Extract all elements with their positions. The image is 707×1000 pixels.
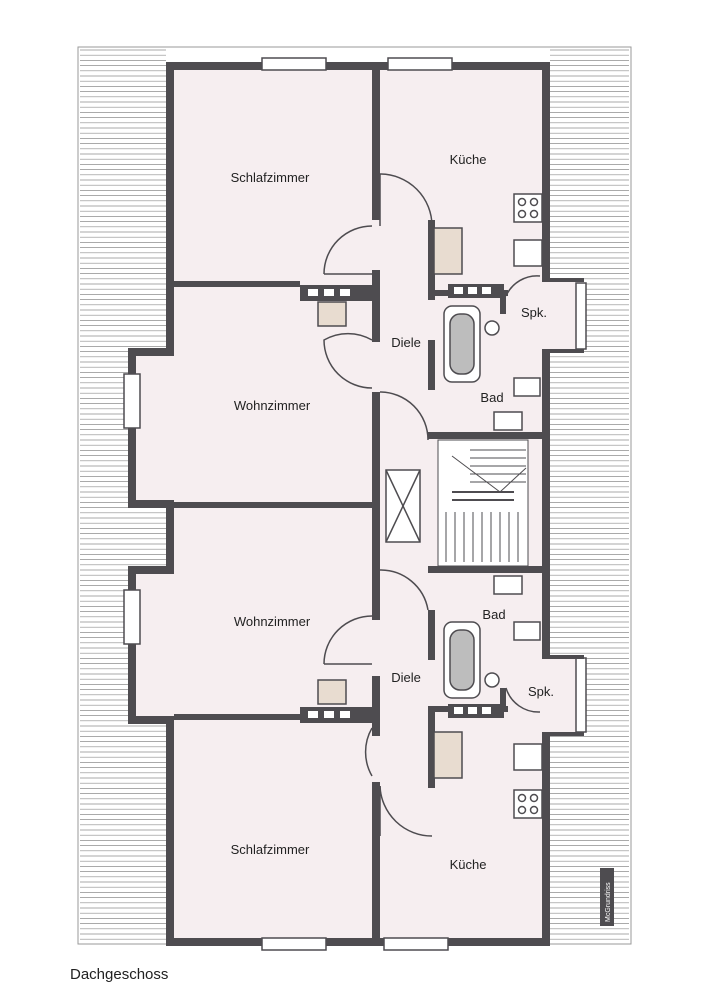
kitchen-bottom [513, 743, 543, 819]
room-label: Schlafzimmer [231, 842, 310, 857]
door-wohnzimmer-top [323, 332, 373, 389]
door-wohnzimmer-bottom [323, 615, 373, 665]
room-label: Wohnzimmer [234, 614, 311, 629]
fixture-vents [308, 287, 491, 718]
windows [123, 57, 587, 951]
bathtub-top [443, 305, 481, 383]
door-kueche-bottom [379, 785, 433, 837]
interior-walls [174, 62, 550, 946]
toilets-sinks [484, 320, 541, 688]
door-spk-top [505, 275, 541, 297]
dormer-walls [542, 278, 584, 736]
watermark-box [600, 868, 614, 926]
room-label: Spk. [528, 684, 554, 699]
staircase [437, 439, 529, 567]
room-label: Schlafzimmer [231, 170, 310, 185]
room-label: Wohnzimmer [234, 398, 311, 413]
room-label: Spk. [521, 305, 547, 320]
roof-hatching-left [80, 49, 166, 940]
door-bad-top [379, 391, 429, 441]
doors [323, 173, 541, 837]
room-label: Küche [450, 857, 487, 872]
room-label: Küche [450, 152, 487, 167]
floor-caption: Dachgeschoss [70, 966, 169, 983]
kitchen-top [513, 193, 543, 267]
room-label: Bad [480, 390, 503, 405]
stair-steps [445, 449, 526, 562]
room-label: Diele [391, 670, 421, 685]
door-schlafzimmer-top [323, 225, 373, 275]
door-bad-bottom [379, 569, 429, 611]
bathtub-bottom [443, 621, 481, 699]
watermark: McGrundriss [605, 882, 612, 922]
door-diele-bottom [364, 727, 373, 777]
boilers [317, 227, 463, 779]
roof-hatching-right [550, 49, 629, 940]
skylight [385, 469, 421, 543]
door-kueche-top [379, 173, 433, 227]
room-label: Diele [391, 335, 421, 350]
door-spk-bottom [505, 687, 541, 713]
room-label: Bad [482, 607, 505, 622]
